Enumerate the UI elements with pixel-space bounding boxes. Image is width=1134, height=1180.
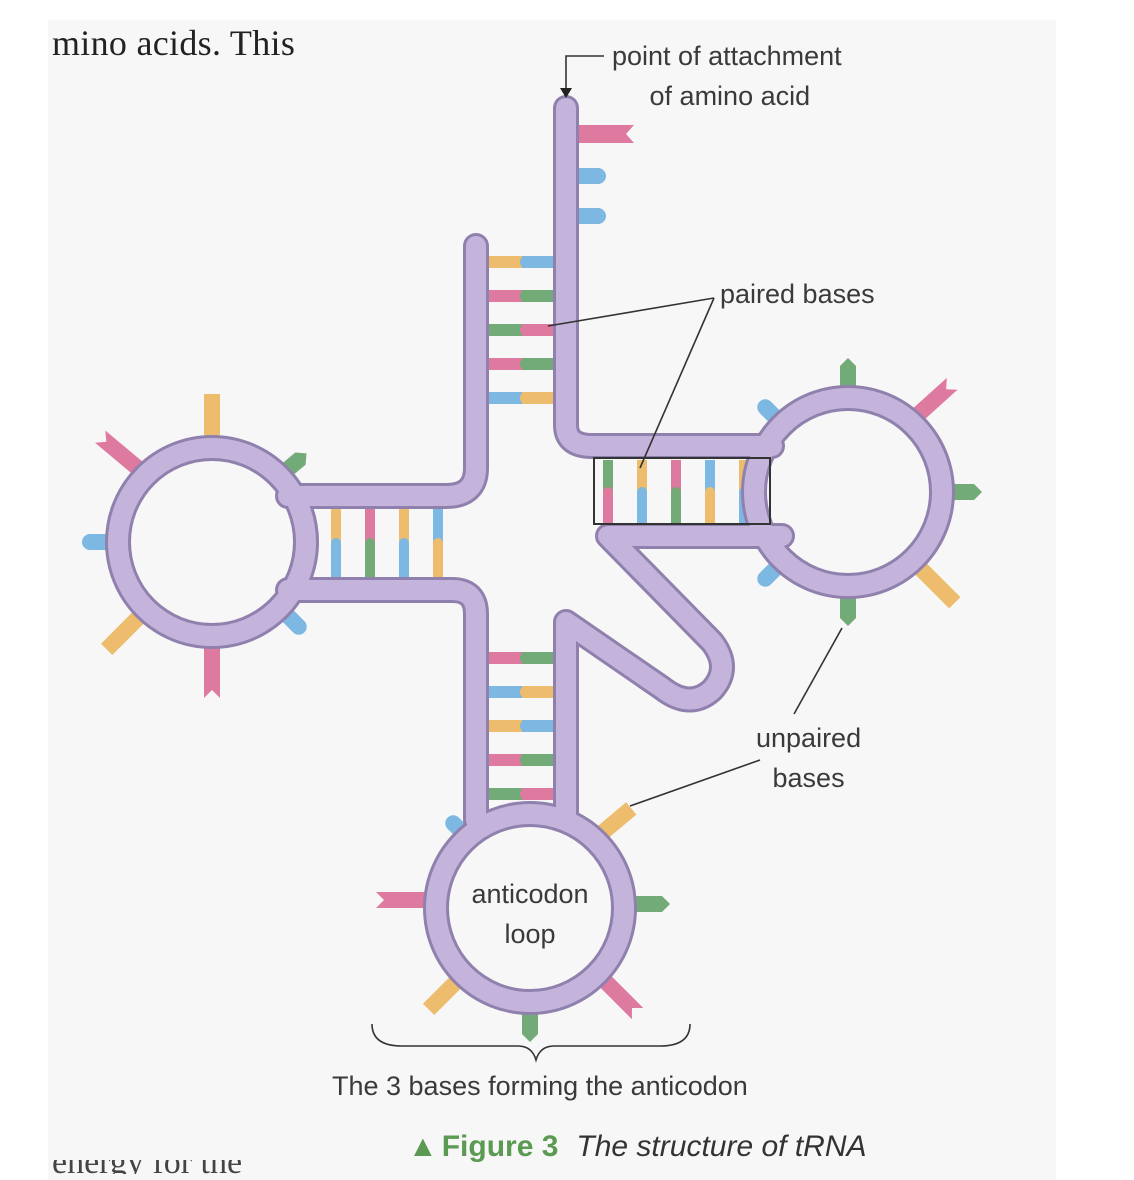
base-pair (486, 358, 558, 370)
base-pair (486, 754, 558, 766)
base-dloop (95, 430, 146, 477)
unpaired-leader-2 (629, 759, 761, 807)
caption-triangle-icon: ▲ (408, 1130, 438, 1163)
base-tloop (912, 560, 961, 609)
base-pair (603, 460, 613, 524)
backbone (105, 95, 955, 1015)
paired-leader-2 (639, 297, 715, 469)
base-pair (486, 652, 558, 664)
anticodon-label-line1: anticodon (471, 879, 589, 909)
paired-bases-label: paired bases (720, 279, 875, 309)
base-acceptor-tip (576, 125, 634, 143)
bases-layer (82, 125, 982, 1042)
attachment-label-line2: of amino acid (649, 81, 811, 111)
attachment-arrow-line (565, 55, 604, 92)
base-pair (486, 788, 558, 800)
base-anticodon-loop (630, 896, 670, 912)
anticodon-brace (371, 1023, 691, 1063)
anticodon-loop-label: anticodon loop (462, 874, 598, 954)
base-dloop (82, 534, 112, 550)
page-text-fragment: mino acids. This (52, 23, 296, 63)
base-pair (486, 686, 558, 698)
base-dloop (100, 608, 148, 656)
base-pair (637, 460, 647, 524)
base-tloop (946, 484, 982, 500)
paired-leader-1 (547, 297, 715, 327)
base-pair (399, 506, 409, 580)
anticodon-label-line2: loop (504, 919, 556, 949)
base-pair (486, 720, 558, 732)
attachment-label-line1: point of attachment (612, 41, 842, 71)
base-acceptor-3 (576, 208, 606, 224)
base-pair (486, 256, 558, 268)
attachment-label: point of attachment of amino acid (612, 36, 842, 116)
page-text-fragment-bottom: energy for the (52, 1160, 292, 1174)
base-pair (486, 392, 558, 404)
base-pair (433, 506, 443, 580)
unpaired-bases-label: unpaired bases (756, 718, 861, 798)
base-tloop (840, 592, 856, 626)
figure-caption: ▲Figure 3 The structure of tRNA (408, 1130, 867, 1164)
attachment-arrowhead (560, 88, 572, 98)
base-pair (486, 324, 558, 336)
base-pair (486, 290, 558, 302)
base-dloop (204, 642, 220, 698)
figure-title: The structure of tRNA (576, 1130, 867, 1163)
base-dloop (204, 394, 220, 440)
leader-lines (371, 55, 843, 1063)
unpaired-label-line2: bases (772, 763, 845, 793)
base-anticodon-loop (376, 892, 430, 908)
base-pair (365, 506, 375, 580)
paired-region-box (593, 457, 771, 525)
base-tloop (840, 358, 856, 392)
unpaired-leader-1 (793, 627, 843, 715)
unpaired-label-line1: unpaired (756, 723, 862, 753)
page-text-bottom: energy for the (52, 1160, 292, 1174)
base-pair (331, 506, 341, 580)
base-acceptor-2 (576, 168, 606, 184)
base-pair (705, 460, 715, 524)
anticodon-bases-label: The 3 bases forming the anticodon (332, 1071, 748, 1101)
figure-number: Figure 3 (441, 1130, 559, 1163)
base-anticodon (522, 1008, 538, 1042)
base-pair (671, 460, 681, 524)
